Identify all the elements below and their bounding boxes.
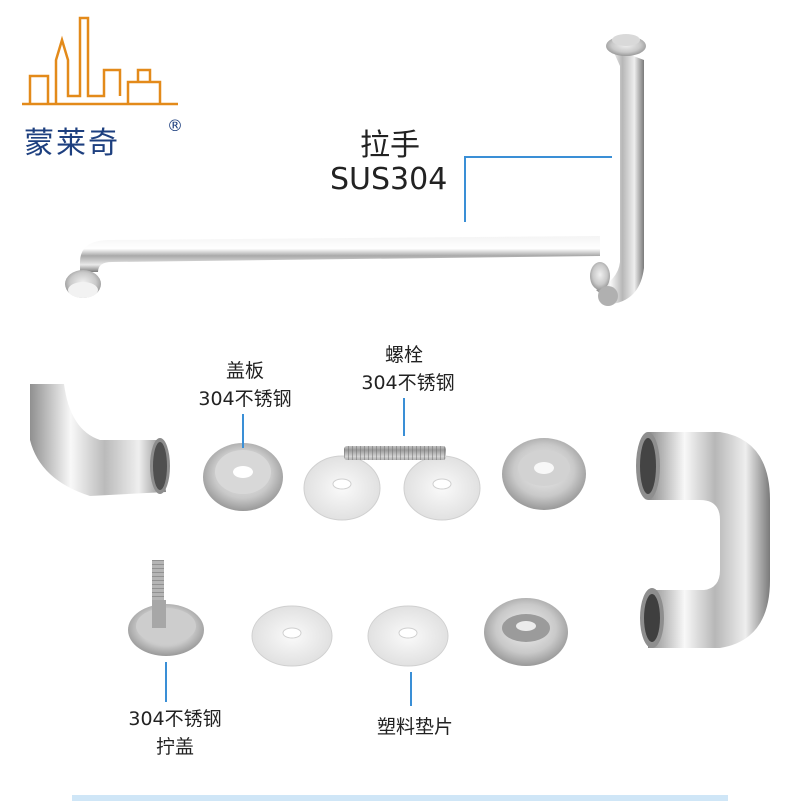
leader-line-handle: [464, 158, 466, 222]
handle-end-left-image: [30, 384, 170, 496]
leader-line-plastic-washer: [410, 672, 412, 706]
leader-line-cover-plate: [242, 414, 244, 448]
product-material: SUS304: [330, 162, 448, 197]
cover-plate-image: [203, 443, 283, 511]
cover-plate-name: 盖板: [225, 360, 264, 382]
handle-end-right-image: [636, 432, 770, 648]
brand-logo-icon: [22, 16, 178, 106]
washer-top-right-image: [403, 455, 481, 521]
screw-cap-image: [128, 560, 204, 656]
brand-name: 蒙莱奇: [24, 126, 120, 161]
bolt-name: 螺栓: [384, 344, 423, 366]
pull-handle-image: [65, 34, 646, 306]
leader-line-bolt: [403, 398, 405, 436]
bolt-material: 304不锈钢: [361, 372, 455, 394]
screw-cap-name: 拧盖: [155, 736, 194, 758]
bolt-image: [344, 446, 446, 460]
washer-top-left-image: [303, 455, 381, 521]
registered-mark: ®: [167, 116, 183, 135]
leader-line-handle-horizontal: [464, 156, 612, 158]
cover-plate-right-image: [502, 438, 586, 510]
plastic-washer-left-image: [251, 605, 333, 667]
metal-washer-image: [484, 598, 568, 666]
plastic-washer-name: 塑料垫片: [376, 716, 453, 738]
leader-line-screw-cap: [165, 662, 167, 702]
product-title: 拉手: [360, 128, 420, 163]
plastic-washer-right-image: [367, 605, 449, 667]
screw-cap-material: 304不锈钢: [128, 708, 222, 730]
cover-plate-material: 304不锈钢: [198, 388, 292, 410]
bottom-decorative-bar: [72, 795, 728, 801]
